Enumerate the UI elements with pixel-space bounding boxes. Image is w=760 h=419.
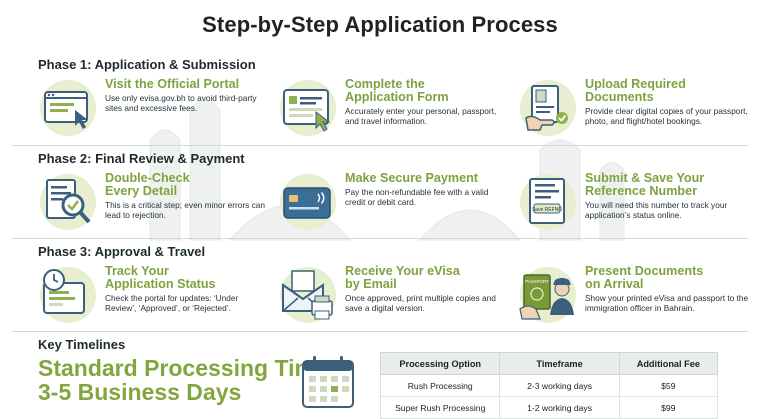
column-header: Additional Fee <box>618 352 719 375</box>
step-title-line-1: Submit & Save Your <box>585 171 705 185</box>
column-header: Timeframe <box>499 352 620 375</box>
standard-processing-time: Standard Processing Time: 3-5 Business D… <box>38 356 335 404</box>
calendar-icon <box>302 356 354 408</box>
envelope-printer-icon <box>280 267 336 323</box>
process-infographic: Step-by-Step Application Process Phase 1… <box>12 12 748 419</box>
passport-upload-icon <box>520 80 576 136</box>
table-cell: 1-2 working days <box>499 396 620 419</box>
standard-processing-label: Standard Processing Time: <box>38 355 336 381</box>
table-cell: $59 <box>618 374 719 397</box>
save-refno-label: Save REFNO <box>532 207 562 213</box>
key-timelines-heading: Key Timelines <box>38 337 126 352</box>
step-description: Use only evisa.gov.bh to avoid third-par… <box>105 93 257 113</box>
step-description: You will need this number to track your … <box>585 200 728 220</box>
status-clock-icon <box>40 267 96 323</box>
divider <box>12 331 748 332</box>
step-description: Once approved, print multiple copies and… <box>345 293 496 313</box>
save-reference-icon: Save REFNO <box>520 174 576 230</box>
step-title-line-2: Application Status <box>105 277 216 291</box>
divider <box>12 145 748 146</box>
step-title-line-1: Double-Check <box>105 171 190 185</box>
table-cell: 2-3 working days <box>499 374 620 397</box>
phase-2-heading: Phase 2: Final Review & Payment <box>38 151 245 166</box>
form-cursor-icon <box>280 80 336 136</box>
step-save-reference: Save REFNO Submit & Save Your Reference … <box>518 172 748 238</box>
passport-label: PASSPORT <box>525 279 549 284</box>
phase-1-heading: Phase 1: Application & Submission <box>38 57 256 72</box>
standard-processing-value: 3-5 Business Days <box>38 379 242 405</box>
step-title: Make Secure Payment <box>345 171 479 185</box>
step-title: Visit the Official Portal <box>105 77 240 91</box>
step-visit-portal: Visit the Official Portal Use only evisa… <box>38 78 268 144</box>
step-complete-form: Complete the Application Form Accurately… <box>278 78 508 144</box>
step-title-line-2: by Email <box>345 277 397 291</box>
step-title-line-1: Track Your <box>105 264 169 278</box>
page-title: Step-by-Step Application Process <box>202 12 558 37</box>
step-description: Show your printed eVisa and passport to … <box>585 293 749 313</box>
table-header-row: Processing Option Timeframe Additional F… <box>379 352 719 375</box>
magnifier-document-icon <box>40 174 96 230</box>
table-cell: Super Rush Processing <box>379 396 501 419</box>
step-receive-evisa: Receive Your eVisa by Email Once approve… <box>278 265 508 331</box>
step-title-line-1: Complete the <box>345 77 425 91</box>
step-description: Pay the non-refundable fee with a valid … <box>345 187 489 207</box>
step-title-line-1: Present Documents <box>585 264 704 278</box>
browser-cursor-icon <box>40 80 96 136</box>
step-track-status: Track Your Application Status Check the … <box>38 265 268 331</box>
step-description: This is a critical step; even minor erro… <box>105 200 265 220</box>
table-cell: Rush Processing <box>379 374 501 397</box>
column-header: Processing Option <box>379 352 501 375</box>
phase-3-heading: Phase 3: Approval & Travel <box>38 244 206 259</box>
step-description: Provide clear digital copies of your pas… <box>585 106 748 126</box>
step-title-line-2: on Arrival <box>585 277 644 291</box>
step-upload-documents: Upload Required Documents Provide clear … <box>518 78 748 144</box>
step-title-line-2: Every Detail <box>105 184 178 198</box>
step-title-line-1: Receive Your eVisa <box>345 264 460 278</box>
step-present-documents: PASSPORT Present Documents on Arrival Sh… <box>518 265 748 331</box>
step-title-line-1: Upload Required <box>585 77 686 91</box>
passport-officer-icon: PASSPORT <box>519 267 576 323</box>
divider <box>12 238 748 239</box>
step-description: Accurately enter your personal, passport… <box>345 106 497 126</box>
table-row: Rush Processing 2-3 working days $59 <box>379 374 719 397</box>
step-description: Check the portal for updates: ‘Under Rev… <box>105 293 239 313</box>
step-double-check: Double-Check Every Detail This is a crit… <box>38 172 268 238</box>
table-row: Super Rush Processing 1-2 working days $… <box>379 396 719 419</box>
table-cell: $99 <box>618 396 719 419</box>
step-title-line-2: Reference Number <box>585 184 697 198</box>
step-secure-payment: Make Secure Payment Pay the non-refundab… <box>278 172 508 238</box>
step-title-line-2: Documents <box>585 90 654 104</box>
step-title-line-2: Application Form <box>345 90 449 104</box>
credit-card-icon <box>280 174 336 230</box>
